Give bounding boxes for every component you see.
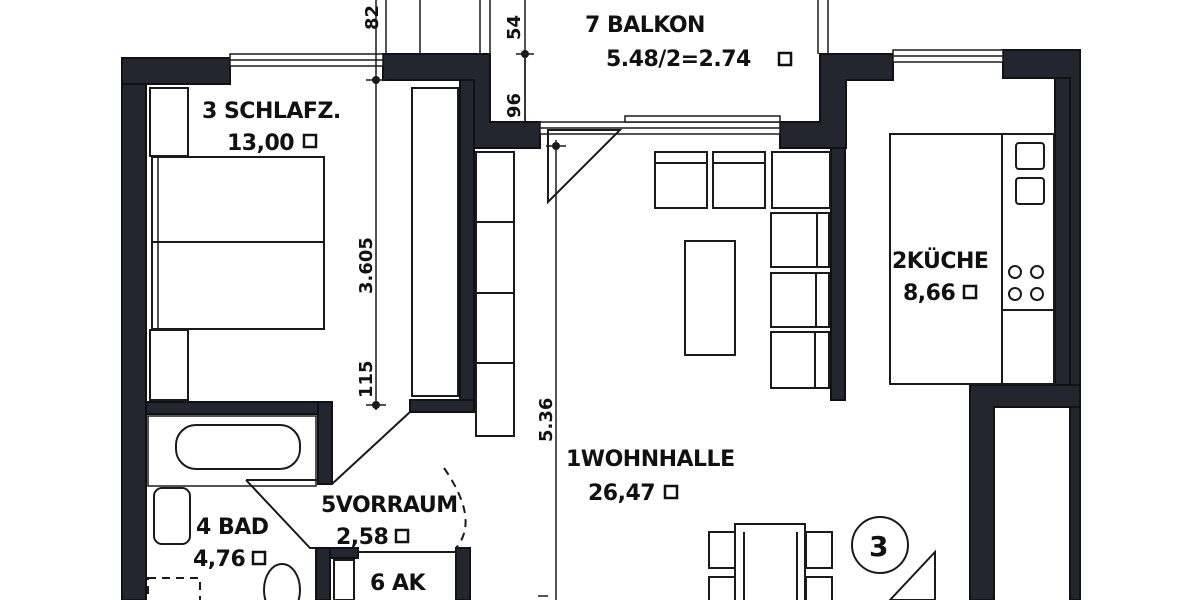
wall-step-right — [969, 384, 1081, 600]
sofa-seat-1 — [654, 151, 708, 209]
sofa-seat-2 — [712, 151, 766, 209]
sofa-seat-3 — [770, 212, 830, 268]
sofa-seat-5 — [770, 331, 830, 389]
square-meter-icon — [251, 550, 267, 566]
room-name-balkon: 7 BALKON — [585, 13, 705, 38]
room-label-wohnhalle: 1WOHNHALLE 26,47 — [566, 447, 735, 506]
bedroom-furniture — [149, 87, 459, 401]
bathtub — [175, 424, 301, 470]
wall-right-outer — [1002, 49, 1081, 600]
wardrobe — [411, 87, 459, 397]
sofa-seat-4 — [770, 272, 830, 328]
window-living-sash — [624, 115, 781, 123]
room-name-ak: 6 AK — [370, 571, 426, 596]
room-name-bad: 4 BAD — [196, 515, 269, 540]
wall-bath-right-stub — [317, 401, 333, 485]
kitchen-counter — [1001, 133, 1055, 385]
dimension-82: 82 — [362, 5, 383, 30]
sofa-corner — [771, 151, 831, 209]
wall-left-outer — [121, 57, 147, 600]
room-label-bad: 4 BAD 4,76 — [193, 515, 269, 572]
stove-burner — [1030, 265, 1044, 279]
washbasin — [153, 487, 191, 545]
kitchen-island — [889, 133, 1003, 385]
square-meter-icon — [777, 51, 793, 67]
wall-bedroom-right — [459, 79, 475, 411]
room-name-schlafz: 3 SCHLAFZ. — [202, 99, 341, 124]
sink-2 — [1015, 177, 1045, 205]
nightstand-bottom — [149, 329, 189, 401]
doors — [245, 129, 623, 549]
door-bedroom — [331, 411, 411, 485]
coffee-table — [684, 240, 736, 356]
room-name-kueche: 2KÜCHE — [892, 248, 988, 274]
wall-bedroom-bottom — [145, 401, 333, 415]
dining-table — [734, 523, 806, 600]
wall-top-right — [779, 53, 894, 149]
room-label-schlafz: 3 SCHLAFZ. 13,00 — [202, 99, 341, 156]
room-name-wohnhalle: 1WOHNHALLE — [566, 447, 735, 472]
bathroom-furniture — [147, 415, 317, 600]
wall-ak-left — [315, 547, 331, 600]
square-meter-icon — [394, 528, 410, 544]
door-balcony — [547, 129, 623, 205]
room-label-ak: 6 AK — [370, 571, 427, 596]
wall-top-left — [121, 57, 231, 85]
dimension-54: 54 — [504, 15, 525, 40]
square-meter-icon — [302, 133, 318, 149]
ak-cabinet — [333, 559, 355, 600]
section-marker: 3 — [851, 516, 936, 600]
dimension-115: 115 — [356, 360, 377, 398]
dining-chair-right-1 — [805, 531, 833, 569]
dimension-lines — [366, 0, 566, 600]
room-label-balkon: 7 BALKON 5.48/2=2.74 — [585, 13, 793, 72]
stove-burner — [1008, 265, 1022, 279]
kitchen-furniture — [889, 133, 1055, 385]
section-marker-circle — [851, 516, 909, 574]
room-area-wohnhalle: 26,47 — [588, 481, 655, 506]
wall-kitchen-right — [1054, 77, 1071, 389]
bathtub-frame — [147, 415, 317, 487]
room-area-balkon: 5.48/2=2.74 — [606, 47, 751, 72]
wall-living-kitchen — [830, 147, 846, 401]
stove-burner — [1008, 287, 1022, 301]
room-label-vorraum: 5VORRAUM 2,58 — [321, 493, 458, 550]
nightstand-top — [149, 87, 189, 157]
dining-chair-left-2 — [708, 576, 736, 600]
room-area-schlafz: 13,00 — [227, 131, 294, 156]
sink-1 — [1015, 142, 1045, 170]
living-furniture — [475, 151, 833, 600]
shower-area — [147, 577, 201, 600]
room-area-bad: 4,76 — [193, 547, 245, 572]
stove-burner — [1030, 287, 1044, 301]
section-marker-number: 3 — [869, 530, 888, 563]
dining-chair-right-2 — [805, 576, 833, 600]
toilet — [263, 563, 301, 600]
room-area-vorraum: 2,58 — [336, 525, 388, 550]
walls — [121, 49, 1081, 600]
room-label-kueche: 2KÜCHE 8,66 — [892, 248, 989, 306]
section-marker-arrow — [888, 549, 936, 600]
dimension-536: 5.36 — [536, 398, 557, 442]
square-meter-icon — [663, 484, 679, 500]
square-meter-icon — [962, 284, 978, 300]
door-bath — [245, 479, 316, 549]
dimension-96: 96 — [504, 93, 525, 118]
dining-chair-left-1 — [708, 531, 736, 569]
wall-hall-stub — [409, 399, 475, 413]
dimension-3605: 3.605 — [356, 237, 377, 294]
wall-ak-right — [455, 547, 471, 600]
room-area-kueche: 8,66 — [903, 281, 955, 306]
room-name-vorraum: 5VORRAUM — [321, 493, 458, 518]
